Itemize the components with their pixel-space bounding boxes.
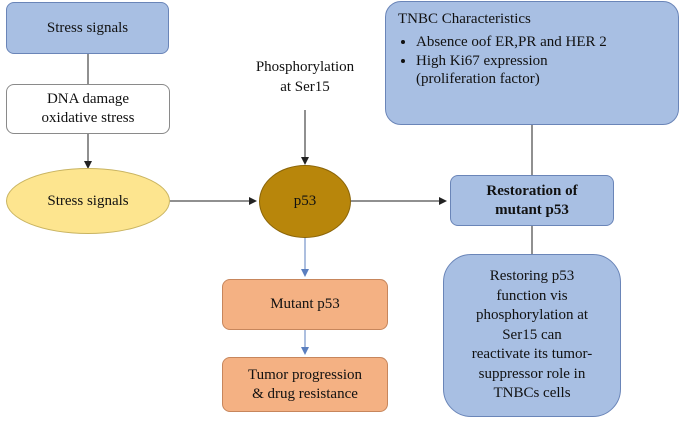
tnbc-characteristics-box: TNBC Characteristics Absence oof ER,PR a…	[385, 1, 679, 125]
p53-circle: p53	[259, 165, 351, 238]
stress-signals-box: Stress signals	[6, 2, 169, 54]
tumor-progression-box: Tumor progression & drug resistance	[222, 357, 388, 412]
tnbc-item: Absence oof ER,PR and HER 2	[416, 33, 607, 52]
restoration-line2: mutant p53	[495, 201, 569, 218]
stress-signals-label: Stress signals	[46, 19, 129, 36]
mutant-p53-box: Mutant p53	[222, 279, 388, 330]
restoring-line: Restoring p53	[489, 268, 575, 285]
dna-damage-line1: DNA damage	[46, 91, 130, 108]
tnbc-list: Absence oof ER,PR and HER 2 High Ki67 ex…	[398, 33, 607, 89]
mutant-p53-label: Mutant p53	[270, 296, 340, 313]
dna-damage-box: DNA damage oxidative stress	[6, 84, 170, 134]
restoring-line: suppressor role in	[478, 365, 586, 382]
tumor-line2: & drug resistance	[252, 385, 358, 402]
tnbc-item: High Ki67 expression (proliferation fact…	[416, 52, 607, 90]
restoration-box: Restoration of mutant p53	[450, 175, 614, 226]
tumor-line1: Tumor progression	[247, 366, 363, 383]
tnbc-title: TNBC Characteristics	[398, 11, 531, 27]
stress-signals-ellipse: Stress signals	[6, 168, 170, 234]
restoring-line: phosphorylation at	[475, 307, 589, 324]
restoring-line: TNBCs cells	[493, 385, 571, 402]
phosphorylation-line2: at Ser15	[280, 78, 330, 95]
restoring-line: reactivate its tumor-	[471, 346, 593, 363]
restoring-function-box: Restoring p53 function vis phosphorylati…	[443, 254, 621, 417]
stress-signals-ellipse-label: Stress signals	[47, 192, 129, 209]
p53-label: p53	[293, 193, 317, 210]
phosphorylation-line1: Phosphorylation	[255, 59, 355, 75]
restoration-line1: Restoration of	[486, 182, 578, 199]
restoring-line: function vis	[496, 287, 568, 304]
restoring-line: Ser15 can	[502, 326, 562, 343]
phosphorylation-label: Phosphorylation at Ser15	[222, 58, 388, 97]
dna-damage-line2: oxidative stress	[41, 110, 135, 126]
